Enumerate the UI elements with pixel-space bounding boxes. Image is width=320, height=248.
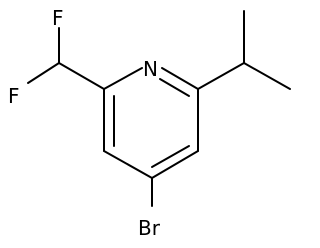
bond-chf2-f-left [27, 62, 60, 84]
bond-c3-c4 [103, 150, 153, 179]
atom-labels: F F N Br [8, 6, 161, 240]
bond-c2-chf2 [58, 62, 105, 90]
bond-c4-c5 [151, 150, 199, 179]
bond-ch-me-right [243, 62, 291, 90]
ring-bonds [103, 67, 199, 179]
substituent-bonds [27, 10, 291, 207]
atom-label-fluorine-top: F [52, 6, 64, 30]
atom-label-bromine: Br [138, 216, 161, 240]
bond-c4-c5-inner [151, 145, 190, 168]
atom-label-nitrogen: N [143, 57, 158, 81]
bond-n-c6-inner [159, 78, 190, 97]
atom-label-fluorine-left: F [8, 84, 20, 108]
bond-n-c6 [161, 67, 199, 90]
bond-c2-n [103, 67, 143, 90]
molecule-diagram: F F N Br [8, 6, 291, 240]
bond-c6-ch [197, 62, 245, 90]
